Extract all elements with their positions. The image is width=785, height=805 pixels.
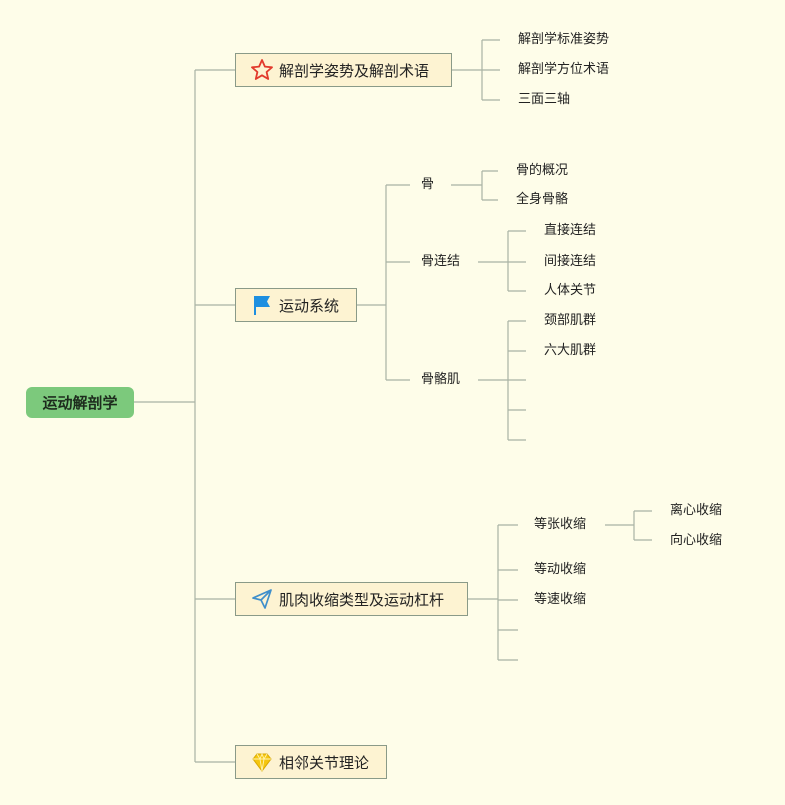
- connector-joint-children: [478, 230, 526, 292]
- node-human-joints[interactable]: 人体关节: [544, 283, 597, 298]
- node-bone-overview[interactable]: 骨的概况: [516, 163, 569, 178]
- connector-isotonic-children: [605, 510, 652, 541]
- node-direct-connection[interactable]: 直接连结: [544, 223, 597, 238]
- node-bone-connection[interactable]: 骨连结: [421, 254, 461, 269]
- node-isokinetic[interactable]: 等动收缩: [534, 562, 587, 577]
- topic-muscle-contraction[interactable]: 肌肉收缩类型及运动杠杆: [235, 582, 468, 616]
- root-label: 运动解剖学: [42, 394, 118, 412]
- connector-topic-1-children: [452, 39, 500, 101]
- node-indirect-connection[interactable]: 间接连结: [544, 254, 597, 269]
- node-bone[interactable]: 骨: [421, 177, 435, 192]
- node-standard-position[interactable]: 解剖学标准姿势: [518, 32, 610, 47]
- topic-anatomical-position[interactable]: 解剖学姿势及解剖术语: [235, 53, 452, 87]
- node-concentric[interactable]: 向心收缩: [670, 533, 723, 548]
- connector-muscle-children: [478, 320, 526, 441]
- star-icon: [251, 59, 273, 80]
- topic-label: 解剖学姿势及解剖术语: [279, 61, 430, 80]
- topic-label: 相邻关节理论: [279, 753, 370, 772]
- diamond-icon: [252, 752, 272, 772]
- topic-label: 肌肉收缩类型及运动杠杆: [279, 590, 445, 609]
- connector-topic-2-children: [357, 184, 410, 381]
- node-neck-muscles[interactable]: 颈部肌群: [544, 313, 597, 328]
- topic-label: 运动系统: [279, 296, 340, 315]
- node-planes-axes[interactable]: 三面三轴: [518, 92, 571, 107]
- connector-topic-3-children: [468, 524, 518, 661]
- node-isotonic[interactable]: 等张收缩: [534, 517, 587, 532]
- paper-plane-icon: [252, 589, 272, 609]
- topic-adjacent-joint-theory[interactable]: 相邻关节理论: [235, 745, 387, 779]
- topic-locomotor-system[interactable]: 运动系统: [235, 288, 357, 322]
- node-six-muscle-groups[interactable]: 六大肌群: [544, 343, 597, 358]
- connector-root-trunk: [134, 70, 196, 762]
- node-skeletal-muscle[interactable]: 骨骼肌: [421, 372, 461, 387]
- flag-icon: [254, 296, 270, 315]
- root-node[interactable]: 运动解剖学: [26, 387, 134, 418]
- node-eccentric[interactable]: 离心收缩: [670, 503, 723, 518]
- node-directional-terms[interactable]: 解剖学方位术语: [518, 62, 610, 77]
- node-isovelocity[interactable]: 等速收缩: [534, 592, 587, 607]
- node-whole-skeleton[interactable]: 全身骨骼: [516, 192, 569, 207]
- connector-bone-children: [451, 170, 498, 201]
